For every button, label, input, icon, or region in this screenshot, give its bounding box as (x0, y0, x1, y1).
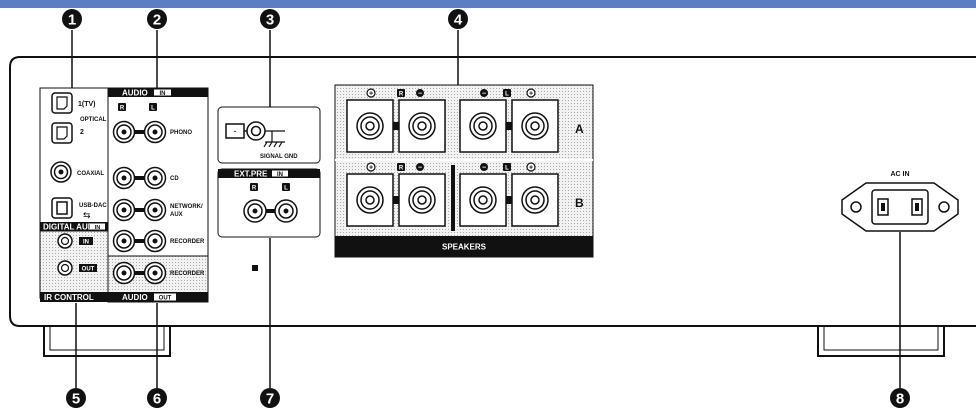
svg-text:SIGNAL GND: SIGNAL GND (260, 154, 298, 160)
svg-text:IN: IN (95, 225, 101, 231)
signal-gnd-section: - SIGNAL GND (217, 106, 321, 164)
speaker-b-right-terminals[interactable] (346, 173, 446, 227)
svg-text:+: + (529, 165, 533, 172)
svg-text:1(TV): 1(TV) (78, 101, 96, 108)
right-foot (817, 326, 945, 357)
coaxial-jack[interactable] (50, 161, 72, 183)
svg-text:R: R (399, 166, 404, 172)
panel-marker (252, 265, 258, 271)
svg-text:SPEAKERS: SPEAKERS (442, 243, 487, 252)
svg-text:−: − (418, 165, 422, 172)
phono-jacks[interactable] (112, 120, 167, 144)
svg-text:8: 8 (896, 391, 904, 408)
speaker-a-right-terminals[interactable] (346, 99, 446, 153)
audio-out-section: RECORDER AUDIO OUT (107, 255, 209, 303)
svg-text:+: + (529, 91, 533, 98)
optical-1-port[interactable] (51, 92, 73, 114)
left-foot (43, 326, 171, 357)
network-aux-jacks[interactable] (112, 198, 167, 222)
svg-text:AUX: AUX (170, 212, 183, 218)
svg-text:L: L (284, 186, 288, 192)
svg-text:AC IN: AC IN (890, 171, 909, 178)
callout-6: 6 (147, 388, 167, 408)
speaker-a-markers: + R − − L + (366, 88, 536, 98)
svg-text:−: − (418, 91, 422, 98)
svg-text:R: R (399, 92, 404, 98)
speakers-section: SPEAKERS + R − − L + A (334, 84, 594, 258)
svg-text:EXT.PRE: EXT.PRE (234, 170, 268, 179)
callout-8: 8 (890, 388, 910, 408)
svg-text:IN: IN (160, 91, 166, 97)
svg-text:IN: IN (83, 240, 89, 246)
svg-text:−: − (482, 91, 486, 98)
svg-text:1: 1 (68, 12, 76, 29)
ground-terminal[interactable]: - (225, 121, 266, 141)
callout-leaders (71, 30, 901, 388)
svg-text:R: R (120, 106, 125, 112)
usb-dac-port[interactable] (51, 197, 73, 219)
svg-text:6: 6 (153, 391, 161, 408)
digital-audio-section: 1(TV) OPTICAL 2 COAXIAL USB-DAC ⇆ DIGITA… (39, 87, 109, 302)
ground-icon (263, 130, 285, 148)
callout-1: 1 (62, 9, 82, 29)
svg-text:IR CONTROL: IR CONTROL (44, 293, 94, 302)
svg-text:R: R (252, 186, 257, 192)
svg-text:+: + (369, 165, 373, 172)
callout-2: 2 (147, 9, 167, 29)
svg-text:IN: IN (277, 172, 283, 178)
svg-text:7: 7 (266, 391, 274, 408)
recorder-out-jacks[interactable] (112, 261, 167, 285)
ac-in-section: AC IN (841, 171, 959, 232)
callout-7: 7 (260, 388, 280, 408)
svg-text:RECORDER: RECORDER (170, 239, 205, 245)
svg-text:L: L (505, 92, 509, 98)
top-color-bar (0, 0, 976, 8)
speaker-b-left-terminals[interactable] (459, 173, 559, 227)
svg-text:L: L (505, 166, 509, 172)
cd-jacks[interactable] (112, 166, 167, 190)
usb-icon: ⇆ (83, 210, 91, 220)
speaker-row-a-label: A (575, 122, 584, 136)
ac-inlet[interactable] (841, 182, 959, 232)
svg-text:2: 2 (80, 129, 84, 136)
recorder-in-jacks[interactable] (112, 229, 167, 253)
svg-text:4: 4 (454, 12, 463, 29)
speaker-row-b-label: B (575, 196, 584, 210)
speaker-b-markers: + R − − L + (366, 162, 536, 172)
svg-text:5: 5 (72, 391, 80, 408)
optical-2-port[interactable] (51, 122, 73, 144)
left-foot-inner (49, 326, 165, 351)
svg-text:AUDIO: AUDIO (122, 293, 148, 302)
ext-pre-section: EXT.PRE IN R L (217, 168, 321, 238)
ir-in-jack[interactable] (57, 233, 73, 249)
svg-text:DIGITAL AUDIO: DIGITAL AUDIO (43, 223, 102, 232)
svg-text:OUT: OUT (82, 267, 95, 273)
svg-text:+: + (369, 91, 373, 98)
svg-text:3: 3 (266, 12, 274, 29)
right-foot-inner (823, 326, 939, 351)
svg-text:NETWORK/: NETWORK/ (170, 204, 203, 210)
speaker-a-left-terminals[interactable] (459, 99, 559, 153)
svg-text:OUT: OUT (159, 296, 172, 302)
ext-pre-jacks[interactable] (243, 199, 298, 223)
svg-text:OPTICAL: OPTICAL (80, 117, 107, 123)
svg-text:PHONO: PHONO (170, 130, 192, 136)
svg-text:AUDIO: AUDIO (122, 89, 148, 98)
callout-5: 5 (66, 388, 86, 408)
callout-3: 3 (260, 9, 280, 29)
chassis-outline (9, 56, 976, 327)
svg-text:2: 2 (153, 12, 161, 29)
svg-text:COAXIAL: COAXIAL (77, 171, 104, 177)
svg-text:CD: CD (170, 176, 179, 182)
svg-text:−: − (482, 165, 486, 172)
svg-text:L: L (151, 106, 155, 112)
callout-4: 4 (448, 9, 468, 29)
svg-text:USB-DAC: USB-DAC (79, 203, 107, 209)
svg-text:RECORDER: RECORDER (170, 271, 205, 277)
ir-out-jack[interactable] (57, 260, 73, 276)
svg-text:-: - (234, 126, 237, 136)
